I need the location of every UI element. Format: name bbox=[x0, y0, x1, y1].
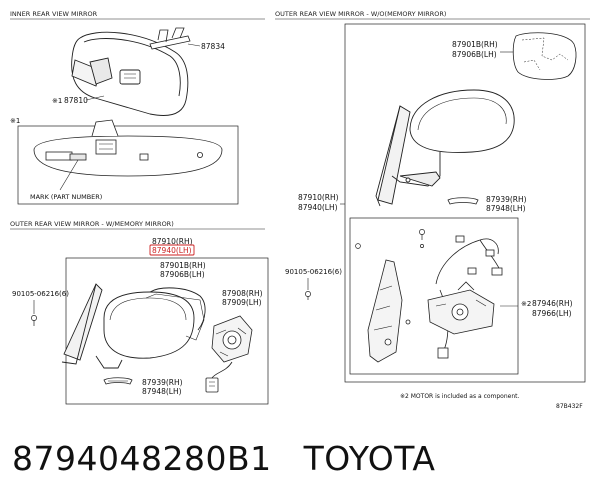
no-mem-mirror-drawing bbox=[375, 89, 515, 207]
no-mem-screw-left-icon bbox=[355, 243, 361, 249]
mem-mirror-drawing bbox=[61, 283, 206, 369]
mem-motor-drawing bbox=[205, 315, 253, 393]
no-mem-motor-mark: ※2 bbox=[521, 300, 531, 308]
brand-name: TOYOTA bbox=[303, 438, 436, 478]
leader-87834 bbox=[187, 43, 201, 47]
inner-section-title: INNER REAR VIEW MIRROR bbox=[10, 10, 98, 18]
mem-assy-lh-highlight bbox=[149, 244, 195, 256]
no-mem-cover-drawing bbox=[447, 197, 479, 205]
no-mem-assy-lh: 87940(LH) bbox=[298, 203, 338, 212]
detail-mirror-drawing bbox=[33, 119, 223, 177]
no-mem-screw-top-icon bbox=[419, 229, 425, 248]
mem-assy-rh: 87910(RH) bbox=[152, 237, 193, 246]
part-number: 8794048280B1 bbox=[12, 438, 272, 478]
label-87810-mark: ※1 bbox=[52, 97, 62, 105]
outer-memory-section: OUTER REAR VIEW MIRROR - W/MEMORY MIRROR… bbox=[10, 220, 269, 405]
mem-glass-lh: 87906B(LH) bbox=[160, 270, 205, 279]
label-87810: 87810 bbox=[64, 96, 88, 105]
mem-motor-rh: 87908(RH) bbox=[222, 289, 263, 298]
no-mem-assy-rh: 87910(RH) bbox=[298, 193, 339, 202]
no-mem-cover-rh: 87939(RH) bbox=[486, 195, 527, 204]
inner-mirror-drawing bbox=[71, 31, 189, 116]
mem-screw: 90105-06216(6) bbox=[12, 290, 69, 298]
leader-87810 bbox=[85, 95, 105, 101]
no-mem-bracket-drawing bbox=[367, 259, 411, 363]
diagram-code: 87B432F bbox=[556, 403, 583, 410]
mirror-bracket-87834 bbox=[149, 27, 191, 50]
no-mem-cover-lh: 87948(LH) bbox=[486, 204, 526, 213]
no-mem-glass-rh: 87901B(RH) bbox=[452, 40, 498, 49]
no-mem-screw-outer-icon bbox=[305, 291, 311, 300]
no-mem-footnote: ※2 MOTOR is included as a component. bbox=[400, 393, 520, 400]
outer-no-memory-section: OUTER REAR VIEW MIRROR - W/O(MEMORY MIRR… bbox=[275, 10, 590, 410]
detail-ref-label: ※1 bbox=[10, 117, 20, 125]
no-mem-glass-lh: 87906B(LH) bbox=[452, 50, 497, 59]
mem-screw-icon bbox=[31, 315, 37, 326]
mark-label: MARK (PART NUMBER) bbox=[30, 193, 102, 201]
outer-no-memory-title: OUTER REAR VIEW MIRROR - W/O(MEMORY MIRR… bbox=[275, 10, 446, 18]
no-mem-motor-lh: 87966(LH) bbox=[532, 309, 572, 318]
label-87834: 87834 bbox=[201, 42, 225, 51]
mem-cover-drawing bbox=[103, 377, 133, 385]
leader-mark bbox=[59, 159, 79, 191]
inner-mirror-section: INNER REAR VIEW MIRROR 87834 ※1 87810 ※1 bbox=[10, 10, 265, 205]
mem-cover-rh: 87939(RH) bbox=[142, 378, 183, 387]
no-mem-screw: 90105-06216(6) bbox=[285, 268, 342, 276]
no-mem-motor-rh: 87946(RH) bbox=[532, 299, 573, 308]
mem-glass-rh: 87901B(RH) bbox=[160, 261, 206, 270]
no-mem-harness-drawing bbox=[435, 235, 503, 359]
outer-memory-title: OUTER REAR VIEW MIRROR - W/MEMORY MIRROR… bbox=[10, 220, 174, 228]
mem-assy-lh: 87940(LH) bbox=[152, 246, 192, 255]
mem-motor-lh: 87909(LH) bbox=[222, 298, 262, 307]
mem-cover-lh: 87948(LH) bbox=[142, 387, 182, 396]
no-mem-glass-drawing bbox=[512, 32, 577, 80]
part-caption: 8794048280B1 TOYOTA bbox=[12, 430, 588, 486]
no-mem-motor-drawing bbox=[427, 281, 495, 335]
